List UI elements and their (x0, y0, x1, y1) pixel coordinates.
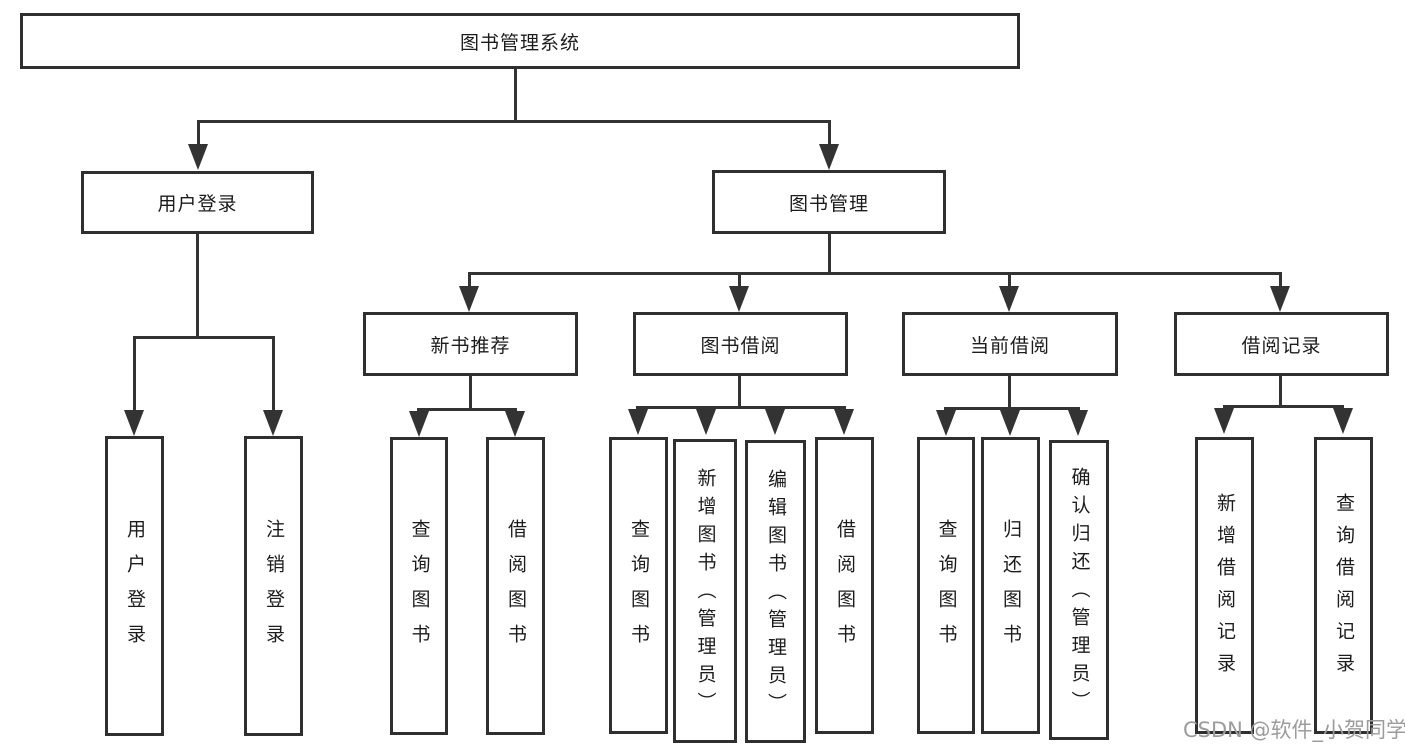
arrow-into-cb-return-books (1000, 410, 1020, 436)
connector-nbr-horizontal (417, 408, 517, 411)
leaf-bb-borrow-books-label: 借阅图书 (834, 518, 856, 659)
arrow-into-cb-query-books (936, 410, 956, 436)
leaf-user-login-label: 用户登录 (124, 519, 146, 659)
node-borrow-records-label: 借阅记录 (1241, 334, 1322, 357)
arrow-into-nbr-borrow-books (505, 411, 525, 437)
node-book-borrow-label: 图书借阅 (700, 334, 781, 357)
connector-nbr-down (469, 376, 472, 408)
arrow-into-br-add-record (1214, 408, 1234, 434)
node-current-borrow: 当前借阅 (902, 312, 1118, 376)
arrow-into-bb-add-books (696, 409, 716, 435)
arrow-into-nbr-query-books (409, 411, 429, 437)
leaf-br-add-record-label: 新增借阅记录 (1214, 492, 1236, 685)
connector-root-down (514, 69, 517, 120)
arrow-into-bb-query-books (628, 409, 648, 435)
connector-br-horizontal (1223, 405, 1344, 408)
node-user-login: 用户登录 (81, 171, 314, 234)
leaf-bb-query-books: 查询图书 (609, 437, 668, 734)
node-library-system-label: 图书管理系统 (459, 31, 580, 54)
node-new-book-recommend-label: 新书推荐 (430, 334, 511, 357)
leaf-cb-return-books: 归还图书 (981, 437, 1040, 734)
leaf-nbr-borrow-books-label: 借阅图书 (505, 519, 527, 659)
connector-stub-current-borrow (1008, 272, 1011, 286)
connector-stub-user-login-leaf (133, 336, 136, 410)
connector-root-horizontal (197, 120, 831, 123)
arrow-into-current-borrow (999, 286, 1019, 312)
arrow-into-cb-confirm-return (1068, 410, 1088, 436)
leaf-cb-query-books-label: 查询图书 (935, 518, 958, 659)
leaf-br-add-record: 新增借阅记录 (1195, 437, 1254, 734)
connector-bb-down (738, 376, 741, 406)
leaf-br-query-record-label: 查询借阅记录 (1333, 492, 1355, 685)
arrow-into-user-login (188, 144, 208, 170)
arrow-into-new-book-recommend (459, 286, 479, 312)
leaf-nbr-query-books: 查询图书 (390, 437, 448, 735)
leaf-nbr-borrow-books: 借阅图书 (486, 437, 545, 735)
leaf-bb-borrow-books: 借阅图书 (815, 437, 874, 734)
connector-book-management-horizontal (468, 272, 1282, 275)
connector-cb-horizontal (944, 407, 1080, 410)
connector-bb-horizontal (636, 406, 846, 409)
connector-user-login-down (196, 234, 199, 336)
arrow-into-bb-edit-books (765, 409, 785, 435)
leaf-logout: 注销登录 (244, 436, 303, 736)
connector-user-login-horizontal (133, 336, 275, 339)
connector-stub-borrow-records (1279, 272, 1282, 286)
node-library-system: 图书管理系统 (20, 13, 1020, 69)
arrow-into-br-query-record (1333, 408, 1353, 434)
leaf-nbr-query-books-label: 查询图书 (408, 519, 431, 659)
arrow-into-book-borrow (729, 286, 749, 312)
leaf-logout-label: 注销登录 (263, 519, 285, 659)
connector-stub-book-management (828, 120, 831, 144)
leaf-user-login: 用户登录 (105, 436, 164, 736)
node-new-book-recommend: 新书推荐 (363, 312, 578, 376)
connector-stub-book-borrow (738, 272, 741, 286)
leaf-bb-edit-books-admin: 编辑图书（管理员） (745, 440, 806, 743)
node-borrow-records: 借阅记录 (1174, 312, 1389, 376)
leaf-bb-add-books-admin: 新增图书（管理员） (673, 439, 737, 743)
arrow-into-user-login-leaf (124, 410, 144, 436)
arrow-into-book-management (819, 144, 839, 170)
node-current-borrow-label: 当前借阅 (969, 334, 1050, 357)
arrow-into-logout (263, 410, 283, 436)
connector-stub-logout (272, 336, 275, 410)
leaf-br-query-record: 查询借阅记录 (1314, 437, 1373, 734)
leaf-bb-add-books-admin-label: 新增图书（管理员） (694, 468, 717, 720)
node-book-borrow: 图书借阅 (633, 312, 848, 376)
leaf-bb-query-books-label: 查询图书 (628, 518, 650, 659)
arrow-into-borrow-records (1270, 286, 1290, 312)
connector-stub-user-login (197, 120, 200, 144)
leaf-cb-return-books-label: 归还图书 (1000, 518, 1022, 659)
connector-book-management-down (828, 234, 831, 272)
node-user-login-label: 用户登录 (157, 193, 238, 215)
connector-cb-down (1008, 376, 1011, 407)
leaf-cb-confirm-return-admin-label: 确认归还（管理员） (1068, 467, 1091, 719)
node-book-management-label: 图书管理 (788, 192, 869, 215)
connector-br-down (1279, 376, 1282, 405)
node-book-management: 图书管理 (712, 170, 946, 234)
leaf-cb-confirm-return-admin: 确认归还（管理员） (1049, 440, 1109, 740)
arrow-into-bb-borrow-books (834, 409, 854, 435)
connector-stub-new-book-recommend (468, 272, 471, 286)
csdn-watermark: CSDN @软件_小贺同学 (1183, 718, 1405, 742)
leaf-cb-query-books: 查询图书 (917, 437, 975, 734)
leaf-bb-edit-books-admin-label: 编辑图书（管理员） (765, 468, 787, 721)
